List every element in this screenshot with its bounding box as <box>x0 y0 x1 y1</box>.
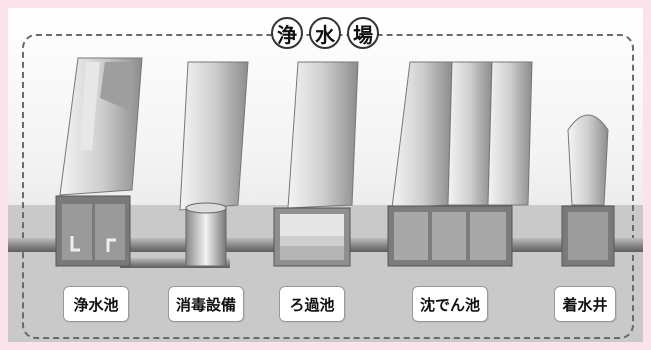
facility-title: 浄 水 場 <box>266 13 384 53</box>
label-disinfection-facility: 消毒設備 <box>168 286 244 322</box>
label-receiving-well: 着水井 <box>554 286 616 322</box>
label-clear-water-reservoir: 浄水池 <box>63 286 129 322</box>
receiving-well <box>561 114 615 267</box>
label-filtration-basin: ろ過池 <box>279 286 345 322</box>
disinfection-facility <box>179 61 249 267</box>
title-char: 場 <box>347 17 379 49</box>
clear-water-reservoir <box>55 57 143 267</box>
title-char: 浄 <box>271 17 303 49</box>
sedimentation-basin <box>387 61 533 267</box>
title-char: 水 <box>309 17 341 49</box>
label-sedimentation-basin: 沈でん池 <box>412 286 488 322</box>
filtration-basin <box>273 61 359 267</box>
